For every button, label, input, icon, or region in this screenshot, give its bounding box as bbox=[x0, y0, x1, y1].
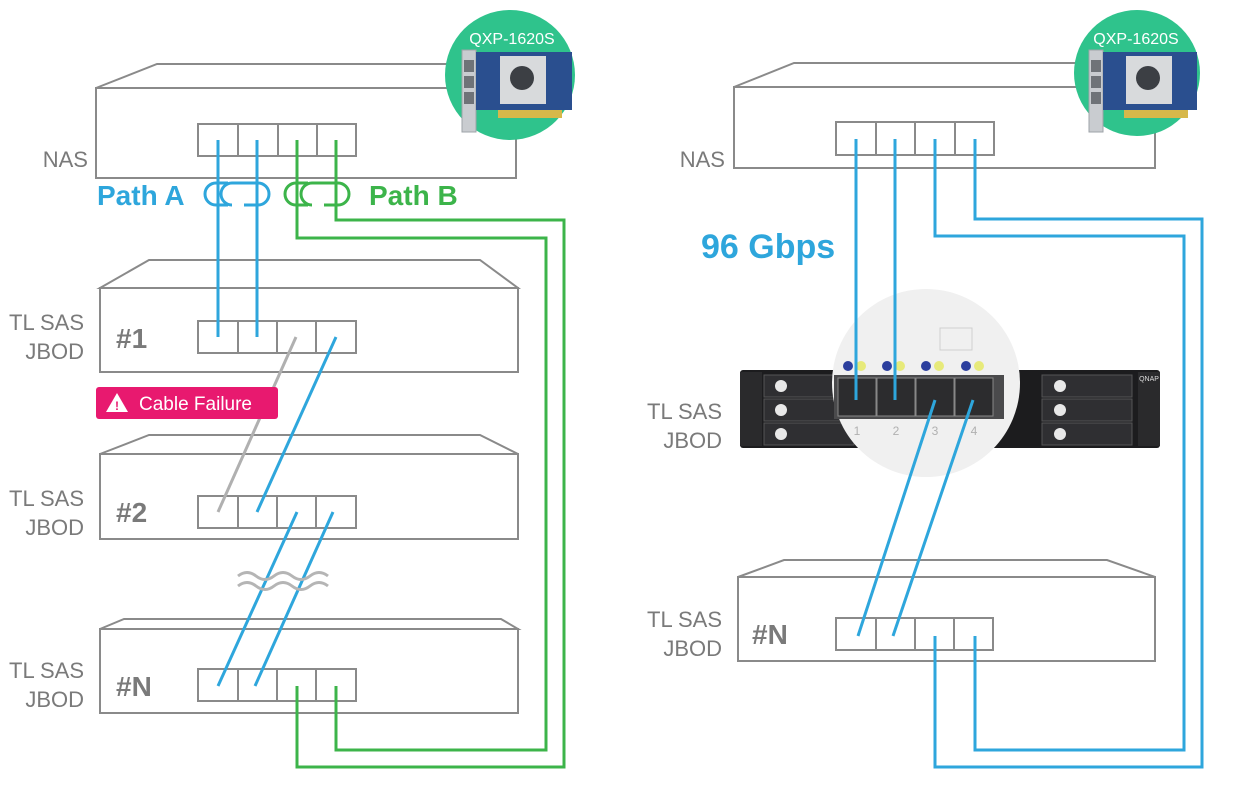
port-number: 3 bbox=[932, 424, 939, 438]
port bbox=[315, 495, 357, 529]
port bbox=[197, 668, 239, 702]
path-a-label: Path A bbox=[97, 180, 185, 211]
card-label: QXP-1620S bbox=[469, 31, 554, 48]
warning-triangle-icon bbox=[106, 393, 128, 412]
cable-jbod2-to-jbodn-2 bbox=[253, 511, 335, 687]
cable-jbod-to-jbodn-2 bbox=[891, 399, 975, 637]
badge-label: Cable Failure bbox=[139, 394, 252, 415]
port-number: 2 bbox=[893, 424, 900, 438]
jbod-label-line2: JBOD bbox=[663, 428, 722, 453]
tl-sas-jbod-photo: QNAP 1 2 3 4 TL bbox=[647, 289, 1160, 477]
port bbox=[276, 320, 317, 354]
pcie-card-icon bbox=[1088, 49, 1197, 133]
right-cables bbox=[854, 139, 1204, 769]
jbod-top bbox=[99, 618, 522, 630]
jbod-number: #N bbox=[116, 671, 152, 702]
port-number: 4 bbox=[971, 424, 978, 438]
right-jbod-n: TL SAS JBOD #N bbox=[647, 559, 1156, 662]
path-a-cables bbox=[216, 140, 338, 687]
path-b-label: Path B bbox=[369, 180, 458, 211]
left-jbod-2: TL SAS JBOD #2 bbox=[9, 434, 519, 540]
pcie-card-icon bbox=[461, 49, 572, 133]
port-magnifier: 1 2 3 4 bbox=[832, 289, 1020, 477]
cable-failure-badge: ! Cable Failure bbox=[96, 387, 278, 419]
break-wave-icon bbox=[237, 571, 329, 591]
jbod-label-line2: JBOD bbox=[663, 636, 722, 661]
cable-nas-to-jbodn-b1 bbox=[295, 140, 548, 752]
port bbox=[835, 617, 877, 651]
right-diagram: NAS 96 Gbps QNAP bbox=[647, 10, 1204, 769]
right-qxp-card-badge: QXP-1620S bbox=[1074, 10, 1200, 136]
sas-port-3 bbox=[915, 377, 955, 417]
jbod-number: #N bbox=[752, 619, 788, 650]
cable-nas-to-jbodn-4 bbox=[933, 139, 1204, 769]
jbod-number: #2 bbox=[116, 497, 147, 528]
left-nas-box: NAS bbox=[43, 63, 517, 179]
jbod-number: #1 bbox=[116, 323, 147, 354]
status-leds bbox=[843, 361, 984, 371]
jbod-label-line1: TL SAS bbox=[9, 486, 84, 511]
path-b-cables bbox=[295, 140, 566, 769]
warning-glyph: ! bbox=[115, 399, 119, 413]
jbod-label-line1: TL SAS bbox=[9, 658, 84, 683]
cable-nas-to-jbodn-3 bbox=[933, 139, 1186, 752]
left-jbod-1: TL SAS JBOD #1 bbox=[9, 259, 522, 373]
left-jbod-n: TL SAS JBOD #N bbox=[9, 618, 522, 714]
port bbox=[237, 668, 278, 702]
access-slot bbox=[939, 327, 973, 351]
jbod-top bbox=[99, 434, 519, 455]
jbod-top bbox=[96, 259, 522, 289]
path-a-link-icon bbox=[203, 181, 271, 207]
jbod-top bbox=[737, 559, 1156, 578]
cable-jbod1-to-jbod2 bbox=[255, 336, 338, 513]
jbod-label-line2: JBOD bbox=[25, 687, 84, 712]
sas-port-4 bbox=[954, 377, 994, 417]
jbod-label-line1: TL SAS bbox=[647, 607, 722, 632]
cable-jbod2-to-jbodn-1 bbox=[216, 511, 299, 687]
drive-bays bbox=[763, 374, 1133, 446]
jbod-label-line2: JBOD bbox=[25, 339, 84, 364]
bandwidth-label: 96 Gbps bbox=[701, 228, 835, 266]
jbod-label-line1: TL SAS bbox=[9, 310, 84, 335]
left-qxp-card-badge: QXP-1620S bbox=[445, 10, 575, 140]
jbod-label-line1: TL SAS bbox=[647, 399, 722, 424]
jbod-label-line2: JBOD bbox=[25, 515, 84, 540]
brand-logo: QNAP bbox=[1139, 376, 1159, 383]
port-number: 1 bbox=[854, 424, 861, 438]
cable-jbod-to-jbodn-1 bbox=[856, 399, 937, 637]
left-diagram: NAS TL SAS JBOD #1 TL SAS JBOD #2 bbox=[9, 10, 575, 769]
failed-cable bbox=[216, 336, 298, 513]
badge-background bbox=[96, 387, 278, 419]
left-nas-ports bbox=[197, 123, 357, 157]
left-nas-label: NAS bbox=[43, 147, 88, 172]
card-label: QXP-1620S bbox=[1093, 31, 1178, 48]
cable-nas-to-jbodn-b2 bbox=[295, 140, 566, 769]
path-b-link-icon bbox=[283, 181, 351, 207]
port bbox=[875, 617, 916, 651]
right-nas-label: NAS bbox=[680, 147, 725, 172]
